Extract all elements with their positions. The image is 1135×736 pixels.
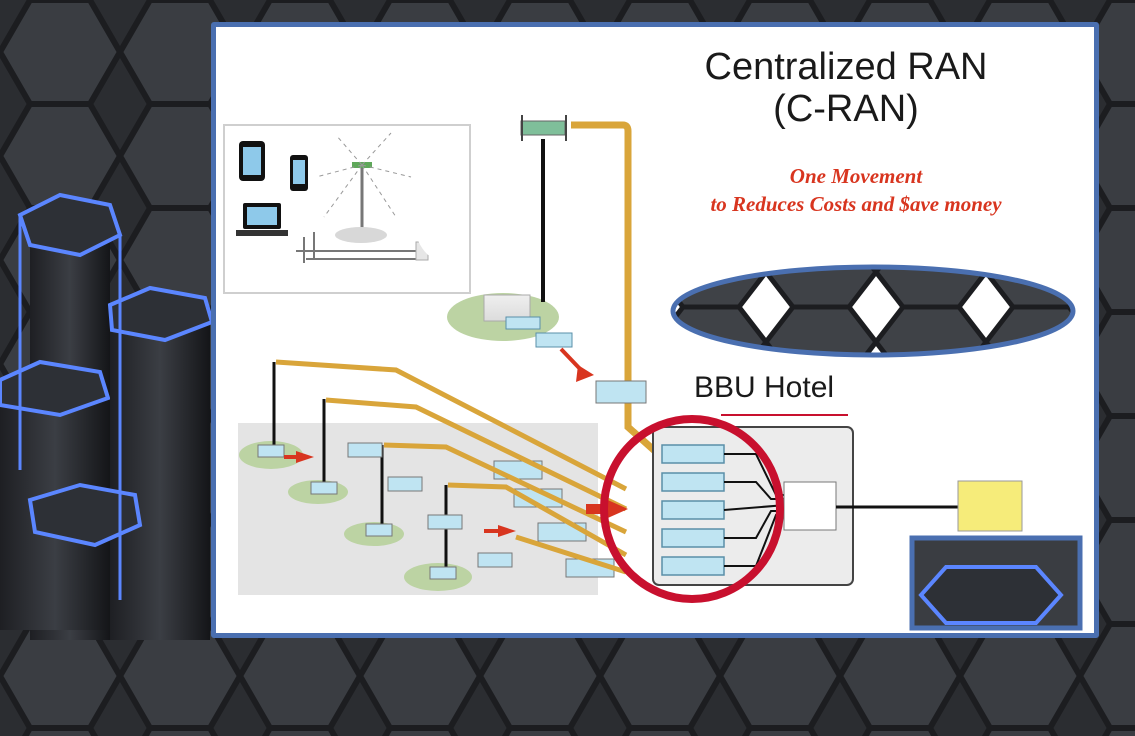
laptop-icon [236, 203, 288, 236]
bbu-ring [600, 415, 784, 603]
bbu-cards [661, 444, 725, 576]
hexagon-pillars [0, 192, 215, 640]
cran-diagram [223, 115, 1083, 631]
hexagon-icon [909, 535, 1083, 631]
page-title-abbrev: (C-RAN) [773, 88, 919, 130]
bbu-hotel-label: BBU Hotel [694, 371, 835, 404]
page-title: Centralized RAN [704, 46, 988, 88]
hexagon-oval [670, 264, 1076, 358]
cell-tower-icon [315, 132, 412, 243]
devices-inset [223, 124, 471, 294]
subtitle-line2: to Reduces Costs and $ave money [710, 192, 1002, 216]
fiber-links [275, 359, 628, 575]
subtitle-line1: One Movement [789, 164, 923, 188]
cran-panel: Centralized RAN (C-RAN) One Movement to … [211, 22, 1099, 638]
remote-radio-box [957, 480, 1023, 532]
arrow-right-icon [284, 451, 516, 537]
small-towers [272, 362, 448, 573]
